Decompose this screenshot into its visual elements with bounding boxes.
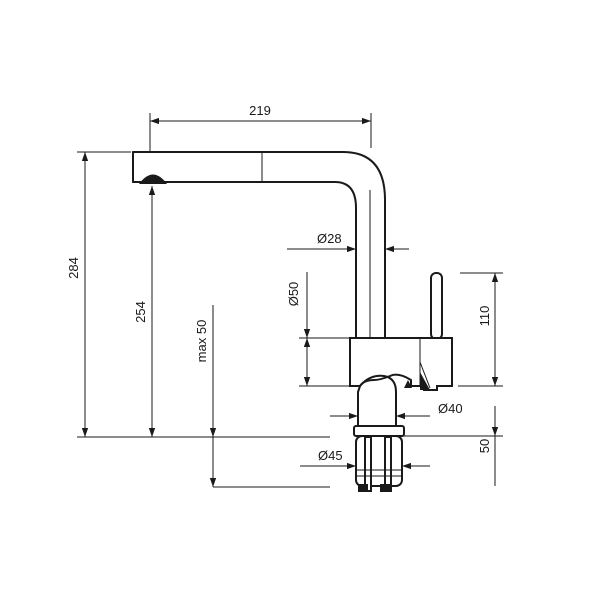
label-shank-diameter: Ø45 (318, 448, 343, 463)
label-spout-height: 254 (133, 301, 148, 323)
spout-inner-edge (132, 181, 357, 339)
dimension-shank-length: 50 (402, 406, 503, 486)
lower-body (357, 374, 397, 427)
aerator (139, 174, 167, 184)
label-total-height: 284 (66, 257, 81, 279)
label-spout-diameter: Ø28 (317, 231, 342, 246)
label-max-deck-thickness: max 50 (194, 320, 209, 363)
spout-outer-edge (132, 151, 386, 339)
lever-handle (430, 272, 443, 340)
dimension-max-deck-thickness: max 50 (194, 305, 330, 488)
dimension-spout-diameter: Ø28 (287, 231, 409, 253)
dimension-spout-height: 254 (133, 186, 156, 437)
dimension-total-height: 284 (66, 151, 330, 438)
dimension-body-diameter: Ø40 (330, 401, 463, 420)
label-shank-length: 50 (477, 439, 492, 453)
label-lever-height: 110 (477, 306, 492, 327)
mounting-plate (353, 425, 405, 437)
threaded-rods (356, 436, 402, 492)
label-body-diameter: Ø40 (438, 401, 463, 416)
label-base-diameter: Ø50 (286, 282, 301, 307)
dimension-lever-height: 110 (458, 272, 503, 387)
label-total-width: 219 (249, 103, 271, 118)
main-body (349, 337, 453, 391)
dimension-base-diameter: Ø50 (286, 272, 350, 387)
dimension-total-width: 219 (149, 103, 372, 152)
dimension-shank-diameter: Ø45 (300, 448, 430, 470)
faucet-outline (132, 151, 453, 492)
shank-nut (355, 435, 403, 487)
